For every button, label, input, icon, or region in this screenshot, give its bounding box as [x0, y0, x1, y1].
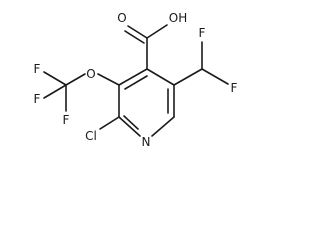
bond-o-ether-cf3 [65, 73, 86, 86]
bond-ring-n-c2 [118, 116, 141, 137]
atom-label-o-ether: O [86, 67, 95, 81]
atom-label-o-carbonyl: O [117, 11, 126, 25]
chemical-structure: O OH F F O F F F Cl N [34, 11, 238, 149]
bond-cf3-f-left [43, 84, 67, 99]
bond-ring-c3-c4 [118, 68, 148, 86]
bond-ring-c3-c4-double [124, 75, 148, 90]
bond-c3-o-ether [97, 73, 120, 86]
bond-ring-n-c2-double [123, 115, 139, 130]
bond-c5-chf2 [173, 68, 203, 86]
atom-label-f-cf3-left: F [34, 92, 41, 106]
atom-label-f-cf3-bottom: F [63, 113, 70, 127]
atom-label-f-chf2-right: F [231, 81, 238, 95]
atom-label-f-cf3-top: F [34, 62, 41, 76]
atom-label-f-chf2-upper: F [199, 26, 206, 40]
bond-ring-c6-n [151, 116, 175, 137]
atom-label-n: N [142, 135, 151, 149]
bond-c2-cl [99, 116, 120, 130]
atom-label-cl: Cl [85, 129, 97, 143]
atom-label-oh: OH [169, 11, 187, 25]
bond-cooh-c-o-double-a [127, 25, 148, 39]
bond-ring-c4-c5 [146, 68, 175, 86]
bond-chf2-f-right [201, 68, 229, 85]
bond-cf3-f-top [43, 71, 67, 86]
bond-cooh-c-o-double-b [124, 30, 145, 44]
bond-cooh-c-oh [146, 24, 168, 39]
